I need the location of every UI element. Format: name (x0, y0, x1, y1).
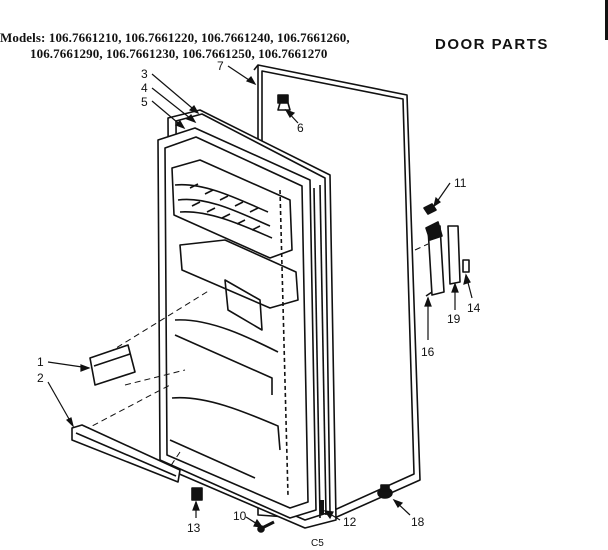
diagram-title: DOOR PARTS (435, 36, 549, 53)
part-screw-top (423, 203, 437, 215)
part-shelf-bracket (89, 344, 136, 386)
inner-door-liner (157, 127, 317, 519)
callout-2: 2 (37, 371, 44, 385)
callout-3: 3 (141, 67, 148, 81)
leader-lines (47, 65, 473, 528)
models-header: Models: 106.7661210, 106.7661220, 106.76… (0, 30, 420, 62)
part-glide (377, 484, 393, 499)
assembly-lines (74, 243, 429, 471)
part-fastener (191, 487, 203, 501)
callout-10: 10 (233, 509, 247, 523)
callout-11: 11 (454, 176, 467, 190)
footer-code: C5 (311, 538, 324, 549)
callout-12: 12 (343, 515, 357, 529)
part-clip (462, 259, 470, 273)
callout-7: 7 (217, 59, 224, 73)
callout-19: 19 (447, 312, 461, 326)
part-plug (277, 94, 291, 111)
callout-labels: 3 4 5 7 6 11 1 2 16 19 14 10 12 13 18 C5 (37, 59, 481, 549)
models-line-1: 106.7661210, 106.7661220, 106.7661240, 1… (48, 30, 350, 45)
part-door-rail (71, 424, 181, 483)
callout-4: 4 (141, 81, 148, 95)
callout-16: 16 (421, 345, 435, 359)
part-screw-bottom (257, 520, 275, 533)
callout-18: 18 (411, 515, 425, 529)
part-hinge-bracket (425, 221, 445, 297)
scan-edge-mark (605, 0, 608, 40)
callout-6: 6 (297, 121, 304, 135)
callout-14: 14 (467, 301, 481, 315)
models-line-2: 106.7661290, 106.7661230, 106.7661250, 1… (30, 46, 328, 61)
models-label: Models: (0, 30, 46, 45)
callout-5: 5 (141, 95, 148, 109)
callout-13: 13 (187, 521, 201, 535)
part-handle-strip (447, 225, 461, 285)
callout-1: 1 (37, 355, 44, 369)
